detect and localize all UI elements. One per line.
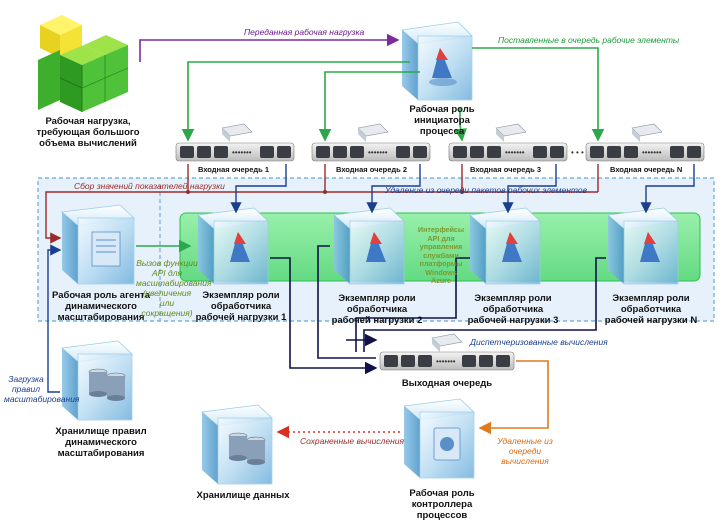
dequeue-arrow-N [640, 164, 695, 214]
enqueued-annotation: Поставленные в очередь рабочие элементы [498, 35, 680, 45]
metrics-arrow [45, 164, 189, 244]
dequeue-arrow-3 [502, 164, 557, 214]
workload-blocks-icon [38, 15, 129, 112]
controller-label: Рабочая роль контроллера процессов [409, 488, 475, 521]
saved-annotation: Сохраненные вычисления [300, 436, 405, 446]
enqueue-arrow-1 [181, 61, 410, 142]
dispatched-annotation: Диспетчеризованные вычисления [470, 337, 608, 347]
output-queue-bar: ••••••• [379, 333, 515, 371]
scaling-agent-label: Рабочая роль агента динамического масшта… [52, 290, 150, 323]
data-store-cube-icon [201, 404, 273, 485]
enqueue-arrow-N [472, 47, 605, 142]
output-queue-label: Выходная очередь [401, 378, 493, 389]
queue2-label: Входная очередь 2 [336, 165, 408, 174]
azure-api-label: Интерфейсы API для управления службами п… [417, 225, 465, 285]
scaling-agent-cube-icon [61, 204, 135, 285]
rules-store-label: Хранилище правил динамического масштабир… [55, 426, 147, 459]
removed-annotation: Удаленные из очереди вычисления [497, 436, 553, 466]
queue1-label: Входная очередь 1 [198, 165, 270, 174]
metrics-annotation: Сбор значений показателей нагрузки [74, 181, 225, 191]
svg-text:•••••••: ••••••• [436, 357, 456, 366]
workload-label: Рабочая нагрузка, требующая большого объ… [36, 116, 140, 149]
handlerN-cube-icon [607, 207, 679, 285]
dequeue-arrow-1 [230, 164, 287, 214]
controller-cube-icon [403, 398, 475, 479]
initiator-cube-icon [401, 21, 473, 101]
load-rules-arrow [47, 244, 62, 393]
removed-arrow [478, 360, 549, 435]
svg-text:•••••••: ••••••• [642, 148, 662, 157]
svg-text:•••••••: ••••••• [505, 148, 525, 157]
queue2-bar: ••••••• [311, 123, 431, 162]
handler1-label: Экземпляр роли обработчика рабочей нагру… [195, 290, 287, 323]
queueN-bar: ••••••• [585, 123, 705, 162]
handlerN-label: Экземпляр роли обработчика рабочей нагру… [604, 293, 698, 326]
queue1-bar: ••••••• [175, 123, 295, 162]
svg-text:•••••••: ••••••• [368, 148, 388, 157]
dispatch-arrow-1 [270, 257, 378, 375]
dispatch-arrow-3 [355, 257, 470, 352]
rules-store-cube-icon [61, 340, 133, 421]
handler1-cube-icon [197, 207, 269, 285]
dequeue-annotation: Удаление из очереди пакетов рабочих элем… [385, 185, 588, 195]
data-store-label: Хранилище данных [196, 490, 290, 501]
initiator-label: Рабочая роль инициатора процесса [409, 104, 475, 137]
transferred-arrow [139, 33, 400, 62]
api-call-annotation: Вызов функции API для масштабирования (у… [136, 258, 212, 318]
queue3-bar: ••••••• [448, 123, 568, 162]
handler2-label: Экземпляр роли обработчика рабочей нагру… [331, 293, 423, 326]
load-rules-annotation: Загрузка правил масштабирования [4, 374, 80, 404]
queue-ellipsis: • • • [571, 148, 584, 157]
svg-text:•••••••: ••••••• [232, 148, 252, 157]
enqueue-arrow-3 [454, 108, 467, 142]
dispatch-arrow-2 [317, 245, 376, 359]
handler3-label: Экземпляр роли обработчика рабочей нагру… [467, 293, 559, 326]
handler3-cube-icon [469, 207, 541, 285]
dispatch-arrow-N [363, 257, 606, 352]
queueN-label: Входная очередь N [610, 165, 683, 174]
queue3-label: Входная очередь 3 [470, 165, 542, 174]
enqueue-arrow-2 [318, 71, 420, 142]
handler2-cube-icon [333, 207, 405, 285]
dequeue-arrow-2 [366, 164, 421, 214]
transferred-annotation: Переданная рабочая нагрузка [244, 27, 365, 37]
